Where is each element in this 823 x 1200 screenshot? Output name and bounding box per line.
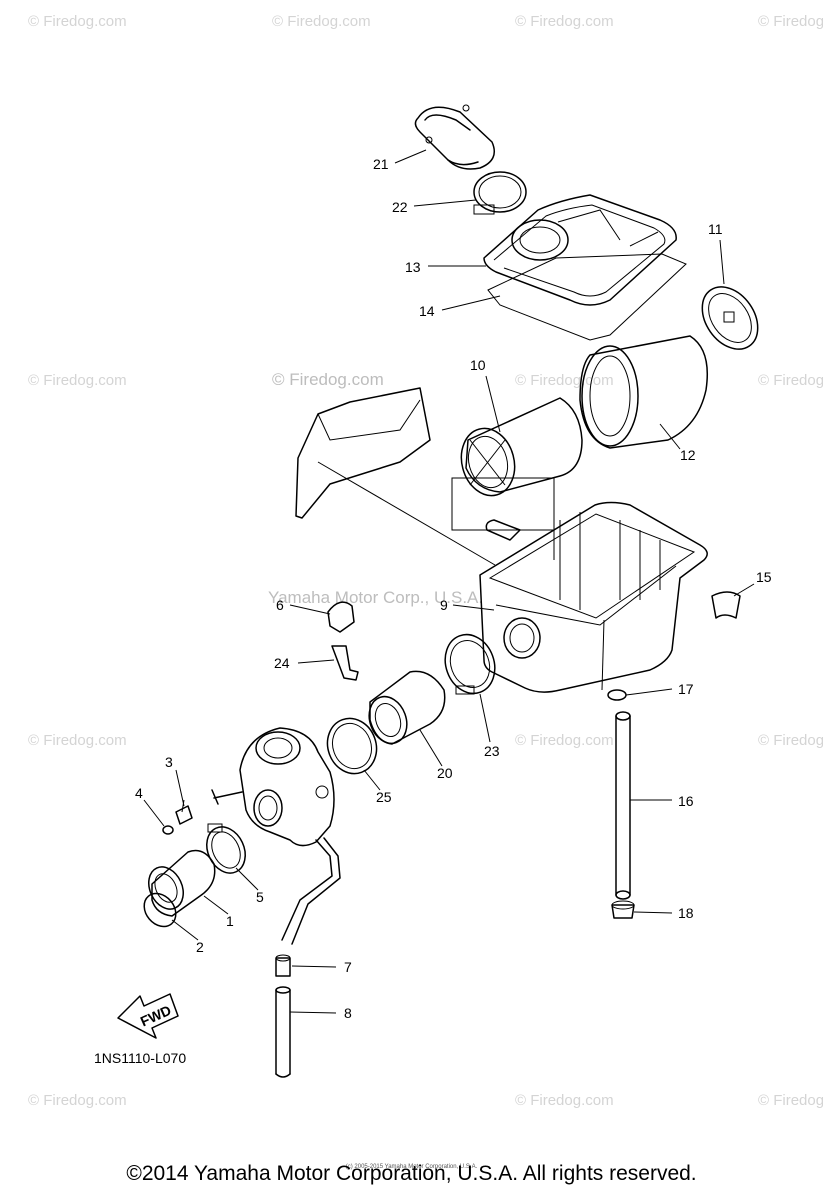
watermark: © Firedog.com <box>515 13 614 30</box>
part-20-joint <box>368 670 446 745</box>
callout-16: 16 <box>678 793 694 809</box>
part-11-cap <box>701 286 759 350</box>
part-1-manifold <box>148 849 216 917</box>
watermarks: © Firedog.com © Firedog.com © Firedog.co… <box>28 13 823 1109</box>
callout-15: 15 <box>756 569 772 585</box>
watermark: © Firedog.com <box>28 13 127 30</box>
carburetor <box>211 727 341 945</box>
part-bracket <box>295 387 431 519</box>
part-14-gasket <box>487 253 687 341</box>
part-10-filter-element <box>460 397 583 497</box>
tiny-copyright: (c) 2005-2015 Yamaha Motor Corporation, … <box>345 1164 478 1170</box>
callout-4: 4 <box>135 785 143 801</box>
callout-12: 12 <box>680 447 696 463</box>
callout-10: 10 <box>470 357 486 373</box>
callout-1: 1 <box>226 913 234 929</box>
part-9-air-box <box>479 501 708 693</box>
part-16-drain-hose <box>615 711 631 900</box>
watermark: © Firedog.com <box>758 372 823 389</box>
callout-20: 20 <box>437 765 453 781</box>
watermark: © Firedog.com <box>28 1092 127 1109</box>
part-7-fitting <box>275 954 291 977</box>
part-17-plug <box>611 900 635 919</box>
watermark: © Firedog.com <box>28 372 127 389</box>
watermark: © Firedog.com <box>758 13 823 30</box>
part-5-clamp <box>206 823 246 874</box>
center-watermark: Yamaha Motor Corp., U.S.A. <box>268 588 483 607</box>
part-2-o-ring <box>143 892 177 928</box>
callout-23: 23 <box>484 743 500 759</box>
part-15-clip <box>711 591 741 619</box>
part-12-outer-filter <box>579 335 708 449</box>
fwd-label: FWD <box>138 1002 174 1030</box>
part-18-clamp <box>607 689 627 701</box>
fwd-arrow-icon: FWD <box>117 993 179 1039</box>
watermark: © Firedog.com <box>515 1092 614 1109</box>
part-22-clamp <box>473 171 527 215</box>
watermark: © Firedog.com <box>272 370 384 389</box>
callout-25: 25 <box>376 789 392 805</box>
callout-11: 11 <box>708 221 723 237</box>
callout-9: 9 <box>440 597 448 613</box>
part-25-clamp <box>326 717 378 775</box>
callout-3: 3 <box>165 754 173 770</box>
callout-8: 8 <box>344 1005 352 1021</box>
callout-21: 21 <box>373 156 389 172</box>
part-21-intake-duct <box>414 104 495 170</box>
watermark: © Firedog.com <box>758 732 823 749</box>
callout-22: 22 <box>392 199 408 215</box>
copyright-notice: ©2014 Yamaha Motor Corporation, U.S.A. A… <box>126 1162 697 1185</box>
part-13-air-box-cover <box>483 194 677 306</box>
diagram-code: 1NS1110-L070 <box>94 1050 186 1066</box>
callout-24: 24 <box>274 655 290 671</box>
callout-14: 14 <box>419 303 435 319</box>
callout-13: 13 <box>405 259 421 275</box>
callout-6: 6 <box>276 597 284 613</box>
part-3-screw <box>175 799 193 825</box>
callout-7: 7 <box>344 959 352 975</box>
callout-2: 2 <box>196 939 204 955</box>
callout-5: 5 <box>256 889 264 905</box>
part-8-hose <box>275 986 291 1078</box>
watermark: © Firedog.com <box>758 1092 823 1109</box>
part-24-joint <box>331 645 359 681</box>
watermark: © Firedog.com <box>28 732 127 749</box>
watermark: © Firedog.com <box>515 732 614 749</box>
callouts: 21 22 13 14 11 10 12 15 9 6 24 17 23 20 … <box>135 156 772 1021</box>
watermark: © Firedog.com <box>515 372 614 389</box>
assembly-guide-lines <box>317 461 555 566</box>
part-6-joint <box>327 601 355 633</box>
watermark: © Firedog.com <box>272 13 371 30</box>
callout-17: 18 <box>678 905 694 921</box>
callout-18: 17 <box>678 681 694 697</box>
part-4-washer <box>162 825 174 835</box>
leader-lines <box>143 149 755 1014</box>
part-23-clamp <box>444 633 496 695</box>
